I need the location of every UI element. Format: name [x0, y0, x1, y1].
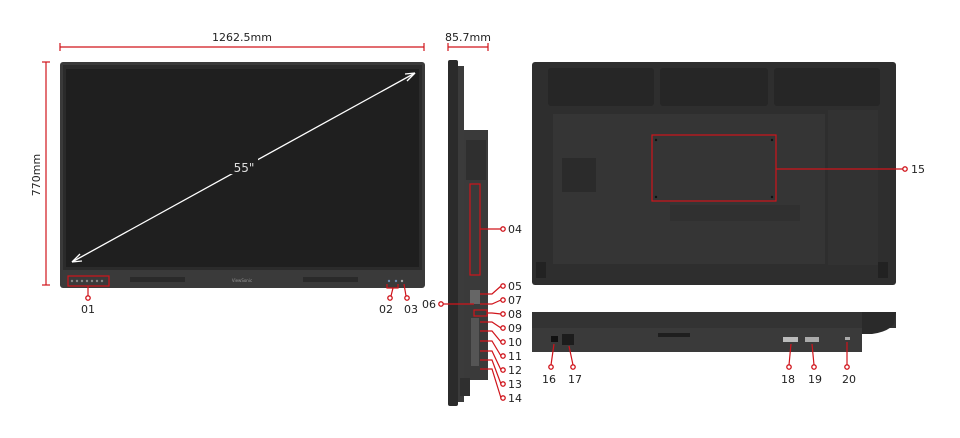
depth-dimension: 85.7mm	[445, 31, 491, 51]
side-port-callouts: 05 07 08 09 10 11 12 13 14 06	[422, 280, 522, 405]
svg-text:10: 10	[508, 336, 522, 349]
callout-14: 14	[480, 368, 522, 405]
brand-logo: ViewSonic	[232, 278, 252, 283]
callout-18: 18	[781, 343, 795, 386]
width-label: 1262.5mm	[212, 31, 272, 44]
svg-text:05: 05	[508, 280, 522, 293]
callout-01: 01	[67, 275, 110, 316]
svg-text:17: 17	[568, 373, 582, 386]
front-view: ViewSonic 55"	[60, 62, 425, 288]
svg-text:03: 03	[404, 303, 418, 316]
svg-text:08: 08	[508, 308, 522, 321]
width-dimension: 1262.5mm	[59, 31, 425, 51]
svg-text:06: 06	[422, 298, 436, 311]
callout-06: 06	[422, 298, 474, 311]
callout-04: 04	[469, 183, 522, 276]
svg-text:15: 15	[911, 163, 925, 176]
depth-label: 85.7mm	[445, 31, 491, 44]
height-dimension: 770mm	[30, 61, 50, 286]
callout-10: 10	[480, 330, 522, 349]
svg-text:04: 04	[508, 223, 522, 236]
svg-text:09: 09	[508, 322, 522, 335]
callout-15: 15	[651, 134, 925, 202]
svg-text:13: 13	[508, 378, 522, 391]
svg-text:20: 20	[842, 373, 856, 386]
callout-07: 07	[480, 294, 522, 307]
callout-02: 02	[379, 284, 399, 316]
callout-16: 16	[542, 343, 556, 386]
callout-19: 19	[808, 343, 822, 386]
svg-text:12: 12	[508, 364, 522, 377]
diagonal-label: 55"	[234, 161, 255, 175]
callout-11: 11	[480, 340, 522, 363]
callout-17: 17	[568, 345, 582, 386]
svg-text:01: 01	[81, 303, 95, 316]
callout-03: 03	[403, 283, 418, 316]
height-label: 770mm	[30, 154, 43, 196]
svg-text:19: 19	[808, 373, 822, 386]
callout-13: 13	[480, 359, 522, 391]
front-buttons	[70, 279, 404, 283]
callout-08: 08	[473, 308, 522, 321]
callout-12: 12	[480, 350, 522, 377]
callout-05: 05	[480, 280, 522, 295]
svg-text:18: 18	[781, 373, 795, 386]
callout-20: 20	[842, 342, 856, 386]
svg-text:16: 16	[542, 373, 556, 386]
callout-09: 09	[480, 321, 522, 335]
back-view	[532, 62, 896, 285]
side-view	[448, 60, 488, 406]
svg-text:02: 02	[379, 303, 393, 316]
svg-text:11: 11	[508, 350, 522, 363]
bottom-view	[532, 312, 896, 352]
svg-text:14: 14	[508, 392, 522, 405]
svg-text:07: 07	[508, 294, 522, 307]
